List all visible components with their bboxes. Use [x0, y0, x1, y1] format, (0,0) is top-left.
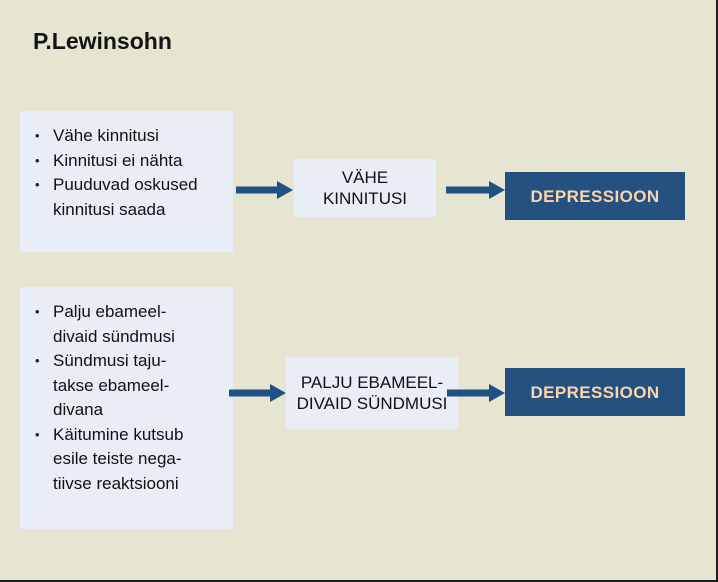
list-item: Kinnitusi ei nähta	[33, 148, 223, 173]
list-item: Palju ebameel- divaid sündmusi	[33, 299, 223, 349]
outcome-box-row1: DEPRESSIOON	[505, 172, 685, 220]
bullet-list-row1: Vähe kinnitusi Kinnitusi ei nähta Puuduv…	[33, 123, 223, 222]
arrow-middle-to-outcome-row2	[447, 383, 506, 403]
outcome-box-row2: DEPRESSIOON	[505, 368, 685, 416]
page-title: P.Lewinsohn	[33, 28, 172, 54]
arrow-middle-to-outcome-row1	[446, 180, 506, 200]
arrow-cause-to-middle-row2	[229, 383, 287, 403]
middle-box-row2: PALJU EBAMEEL- DIVAID SÜNDMUSI	[286, 357, 458, 429]
middle-box-row1: VÄHE KINNITUSI	[294, 159, 436, 217]
cause-box-row2: Palju ebameel- divaid sündmusi Sündmusi …	[20, 287, 233, 529]
arrow-cause-to-middle-row1	[236, 180, 294, 200]
outcome-box-text-row2: DEPRESSIOON	[530, 382, 660, 402]
cause-box-row1: Vähe kinnitusi Kinnitusi ei nähta Puuduv…	[20, 111, 233, 252]
list-item: Vähe kinnitusi	[33, 123, 223, 148]
outcome-box-text-row1: DEPRESSIOON	[530, 186, 660, 206]
list-item: Käitumine kutsub esile teiste nega- tiiv…	[33, 422, 223, 497]
list-item: Sündmusi taju- takse ebameel- divana	[33, 348, 223, 423]
list-item: Puuduvad oskused kinnitusi saada	[33, 172, 223, 222]
bullet-list-row2: Palju ebameel- divaid sündmusi Sündmusi …	[33, 299, 223, 497]
middle-box-text-row2: PALJU EBAMEEL- DIVAID SÜNDMUSI	[296, 373, 448, 413]
middle-box-text-row1: VÄHE KINNITUSI	[322, 168, 408, 208]
